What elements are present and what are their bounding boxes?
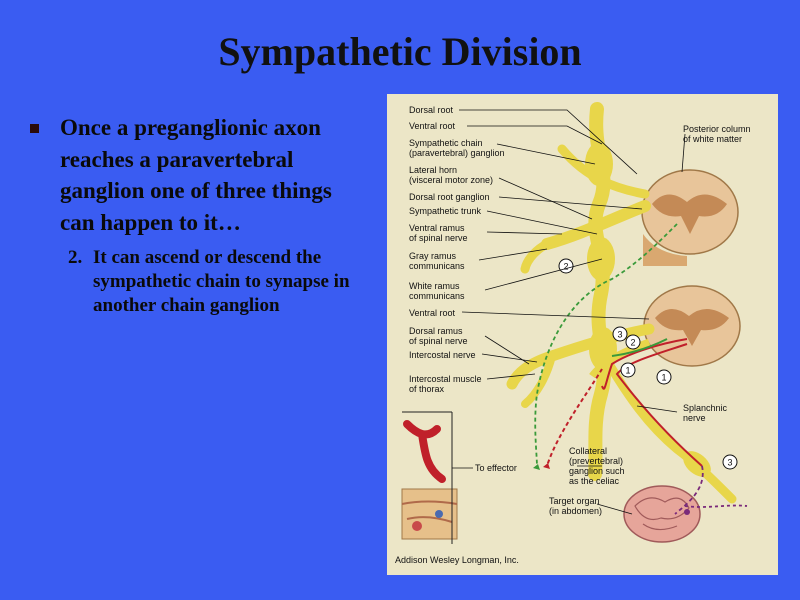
slide-title: Sympathetic Division	[0, 28, 800, 75]
label-gray-ramus: Gray ramus	[409, 251, 457, 261]
label-intercostal-nerve: Intercostal nerve	[409, 350, 476, 360]
pathway-number-3-lower: 3	[727, 458, 732, 468]
sympathetic-trunk	[585, 109, 617, 474]
label-sympathetic-trunk: Sympathetic trunk	[409, 206, 482, 216]
label-target-organ: Target organ	[549, 496, 600, 506]
pathway-number-1-left: 1	[625, 366, 630, 376]
label-dorsal-ramus: Dorsal ramus	[409, 326, 463, 336]
label-ventral-root-bottom: Ventral root	[409, 308, 456, 318]
label-to-effector: To effector	[475, 463, 517, 473]
pathway-number-3-upper: 3	[617, 330, 622, 340]
sub-bullet-number: 2.	[68, 246, 82, 270]
label-in-abdomen: (in abdomen)	[549, 506, 602, 516]
label-splanchnic: Splanchnic	[683, 403, 728, 413]
bullet-text: Once a preganglionic axon reaches a para…	[60, 112, 370, 238]
label-visceral-motor-zone: (visceral motor zone)	[409, 175, 493, 185]
label-dorsal-ramus-spinal: of spinal nerve	[409, 336, 468, 346]
label-prevertebral: (prevertebral)	[569, 456, 623, 466]
figure-copyright: Addison Wesley Longman, Inc.	[395, 555, 519, 565]
label-white-ramus: White ramus	[409, 281, 460, 291]
left-labels: Dorsal root Ventral root Sympathetic cha…	[409, 105, 505, 394]
label-white-communicans: communicans	[409, 291, 465, 301]
label-of-spinal-nerve: of spinal nerve	[409, 233, 468, 243]
pathway-number-2-upper: 2	[563, 262, 568, 272]
pathway-number-1-right: 1	[661, 373, 666, 383]
label-paravertebral-ganglion: (paravertebral) ganglion	[409, 148, 505, 158]
effector-tissues	[402, 412, 457, 544]
label-ventral-ramus: Ventral ramus	[409, 223, 465, 233]
label-gray-communicans: communicans	[409, 261, 465, 271]
label-posterior-column: Posterior column	[683, 124, 751, 134]
bullet-square-icon	[30, 124, 39, 133]
label-nerve: nerve	[683, 413, 706, 423]
label-collateral: Collateral	[569, 446, 607, 456]
label-dorsal-root: Dorsal root	[409, 105, 454, 115]
bullet-row: Once a preganglionic axon reaches a para…	[30, 112, 370, 238]
upper-spinal-cord-section	[642, 170, 738, 266]
label-dorsal-root-ganglion: Dorsal root ganglion	[409, 192, 490, 202]
label-intercostal-muscle: Intercostal muscle	[409, 374, 482, 384]
sub-bullet-text: It can ascend or descend the sympathetic…	[93, 246, 383, 318]
label-ganglion-such: ganglion such	[569, 466, 625, 476]
label-as-the-celiac: as the celiac	[569, 476, 620, 486]
label-of-thorax: of thorax	[409, 384, 445, 394]
pathway-number-2-lower: 2	[630, 338, 635, 348]
label-ventral-root-top: Ventral root	[409, 121, 456, 131]
bullet-block: Once a preganglionic axon reaches a para…	[30, 112, 370, 318]
label-lateral-horn: Lateral horn	[409, 165, 457, 175]
label-sympathetic-chain: Sympathetic chain	[409, 138, 483, 148]
sympathetic-pathway-figure: 2 3 2 1 1 3 Dorsal root Ventral root Sym…	[387, 94, 778, 575]
upper-spinal-nerve	[525, 149, 645, 269]
splanchnic-nerve	[609, 364, 732, 499]
label-of-white-matter: of white matter	[683, 134, 742, 144]
sub-bullet-row: 2. It can ascend or descend the sympathe…	[30, 246, 370, 318]
